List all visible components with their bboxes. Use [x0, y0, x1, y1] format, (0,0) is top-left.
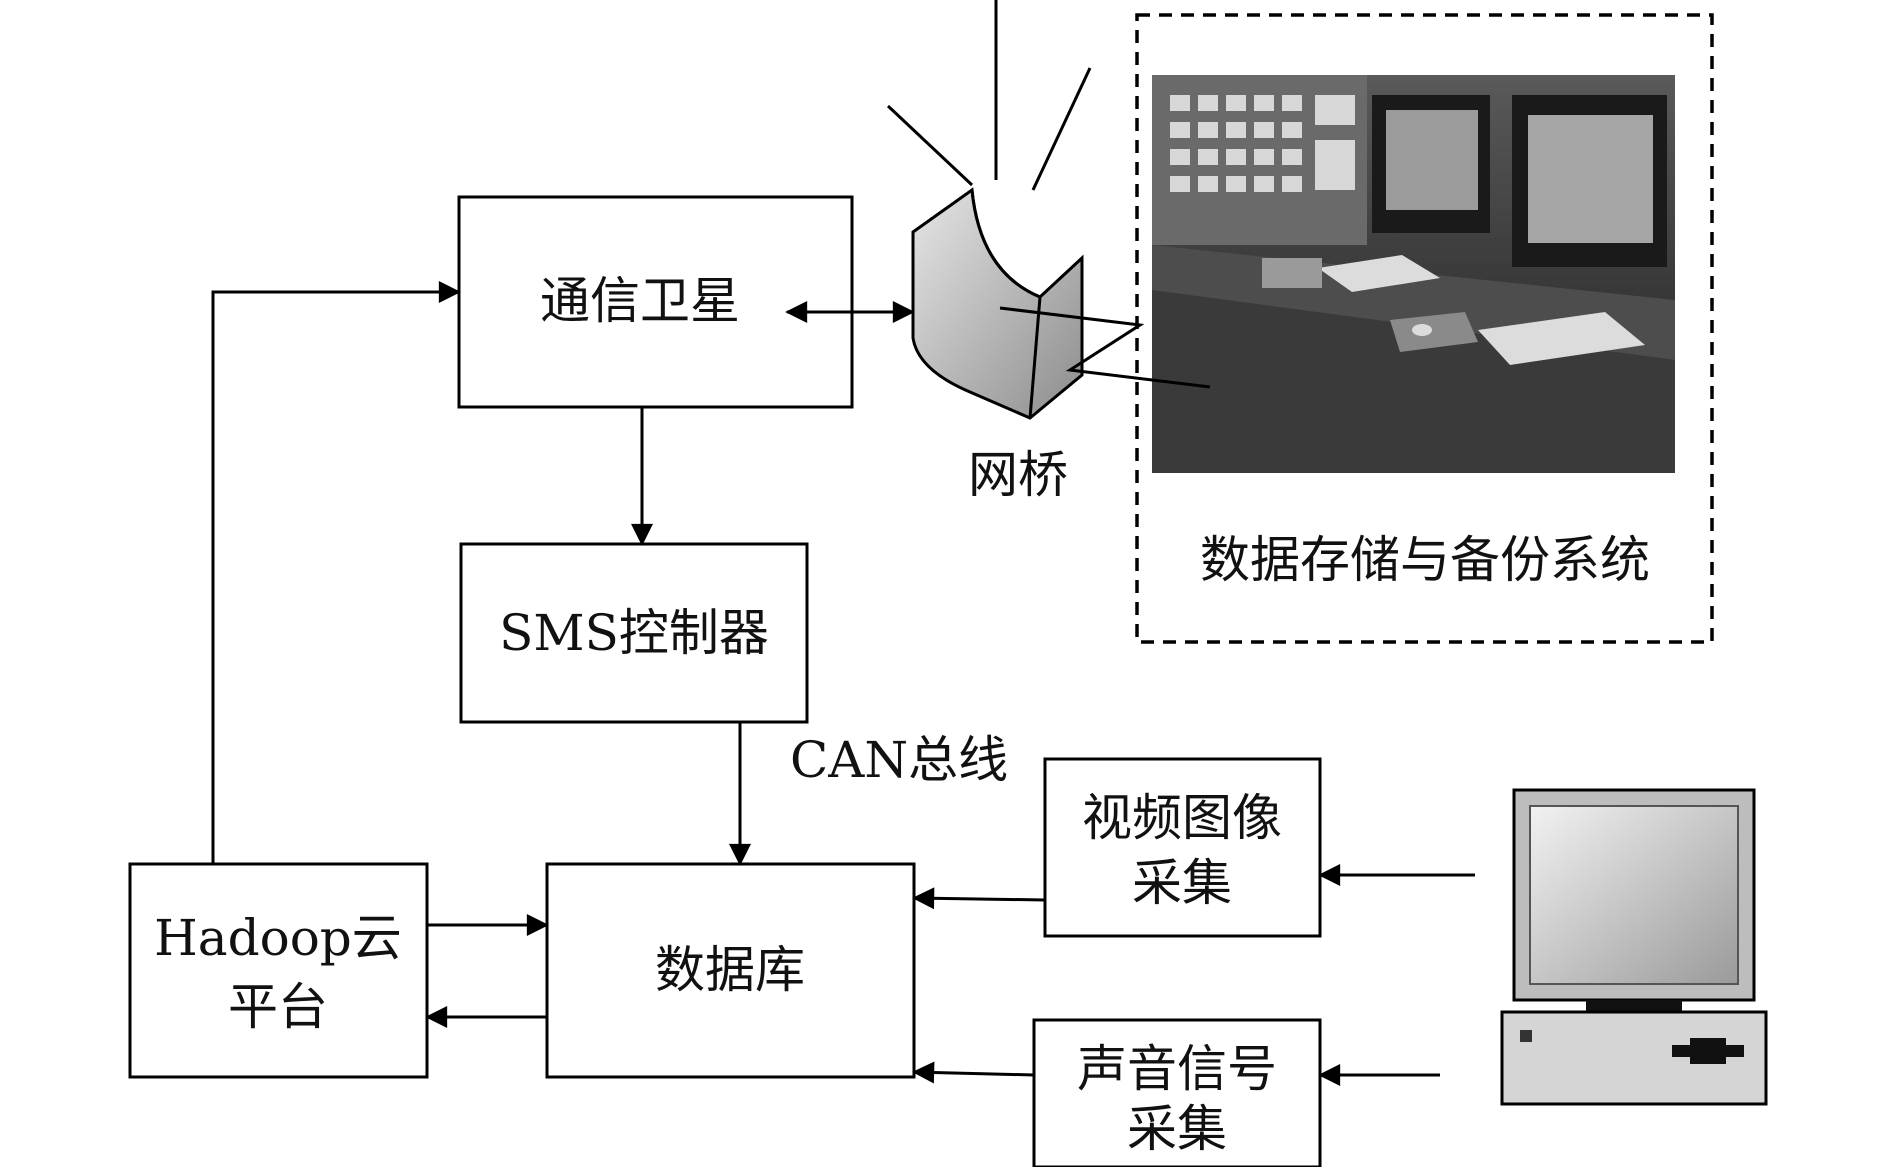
database-label: 数据库	[655, 941, 805, 999]
storage-system-label: 数据存储与备份系统	[1200, 531, 1650, 589]
sms-controller-node: SMS控制器	[459, 542, 809, 724]
hadoop-node: Hadoop云 平台	[128, 862, 429, 1079]
edge-video-database	[912, 887, 1046, 910]
video-label-line1: 视频图像	[1082, 789, 1282, 847]
hadoop-label-line1: Hadoop云	[154, 909, 402, 967]
satellite-label: 通信卫星	[540, 272, 740, 330]
edge-audio-database	[912, 1061, 1035, 1084]
sms-controller-label: SMS控制器	[499, 604, 769, 662]
video-label-line2: 采集	[1132, 854, 1232, 912]
audio-capture-node: 声音信号 采集	[1032, 1018, 1322, 1167]
edge-hadoop-satellite	[211, 281, 461, 864]
desktop-computer-icon	[1500, 788, 1768, 1106]
storage-system-group: 数据存储与备份系统	[1135, 13, 1714, 644]
bridge-dish-icon: 网桥	[886, 0, 1211, 504]
can-bus-label: CAN总线	[790, 731, 1008, 789]
satellite-node: 通信卫星	[457, 195, 854, 409]
hadoop-label-line2: 平台	[228, 978, 328, 1036]
bridge-label: 网桥	[968, 446, 1068, 504]
database-node: 数据库	[545, 862, 916, 1079]
audio-label-line2: 采集	[1127, 1100, 1227, 1158]
control-room-photo	[1152, 75, 1675, 473]
video-capture-node: 视频图像 采集	[1043, 757, 1322, 938]
audio-label-line1: 声音信号	[1077, 1040, 1277, 1098]
